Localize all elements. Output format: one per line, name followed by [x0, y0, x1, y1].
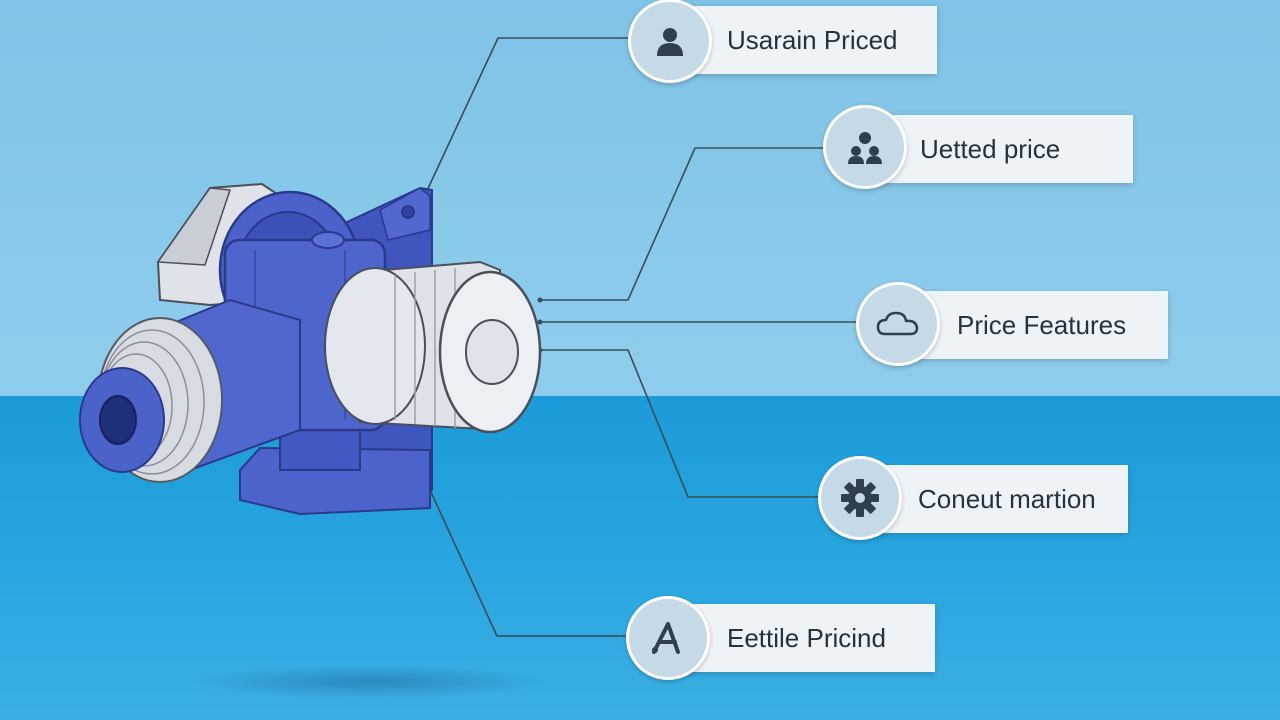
callout-label: Usarain Priced	[727, 25, 898, 55]
connector-line-4	[540, 349, 822, 498]
callout-label: Price Features	[957, 310, 1127, 340]
callout-coneut-martion: Coneut martion	[858, 465, 1128, 533]
object-shadow	[190, 665, 550, 699]
connector-line-1	[424, 37, 632, 196]
gear-icon	[818, 456, 902, 540]
callout-label: Coneut martion	[918, 484, 1096, 514]
connector-dots	[537, 35, 863, 639]
letter-a-icon	[626, 596, 710, 680]
left-pipe-threads	[79, 298, 301, 483]
callout-eettile-pricind: Eettile Pricind	[665, 604, 935, 672]
users-icon	[823, 105, 907, 189]
callout-label: Eettile Pricind	[727, 623, 886, 653]
cloud-icon	[856, 282, 940, 366]
callout-label: Uetted price	[920, 134, 1061, 164]
connector-line-5	[429, 489, 630, 637]
right-gray-cylinder	[324, 260, 542, 434]
connector-lines	[424, 37, 860, 637]
callout-price-features: Price Features	[895, 291, 1168, 359]
callout-uetted-price: Uetted price	[862, 115, 1133, 183]
connector-line-2	[540, 147, 826, 301]
callout-usarain-priced: Usarain Priced	[667, 6, 937, 74]
user-icon	[628, 0, 712, 83]
